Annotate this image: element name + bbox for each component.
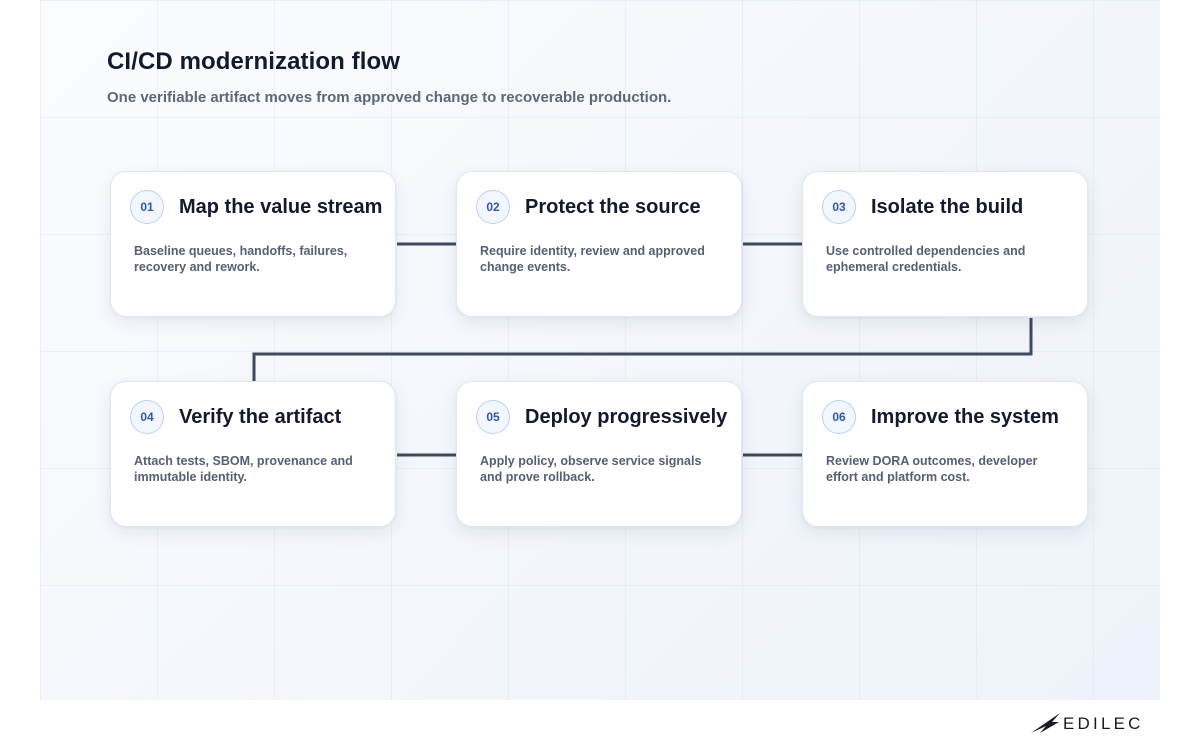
step-number-badge: 03 xyxy=(822,190,856,224)
step-card-04: 04 Verify the artifact Attach tests, SBO… xyxy=(110,381,396,527)
diagram-panel xyxy=(40,0,1160,700)
page-title: CI/CD modernization flow xyxy=(107,48,401,75)
step-number-badge: 04 xyxy=(130,400,164,434)
step-description: Review DORA outcomes, developer effort a… xyxy=(826,454,1038,484)
step-title: Map the value stream xyxy=(179,196,383,218)
step-description: Use controlled dependencies and ephemera… xyxy=(826,244,1026,274)
step-card-01: 01 Map the value stream Baseline queues,… xyxy=(110,171,396,317)
step-card-03: 03 Isolate the build Use controlled depe… xyxy=(802,171,1088,317)
step-title: Protect the source xyxy=(525,196,701,218)
step-description: Require identity, review and approved ch… xyxy=(480,244,705,274)
connector-03-04 xyxy=(252,318,1033,381)
step-title: Improve the system xyxy=(871,406,1059,428)
step-number-badge: 06 xyxy=(822,400,856,434)
step-title: Deploy progressively xyxy=(525,406,728,428)
bird-wing-icon xyxy=(1031,713,1060,733)
step-title: Isolate the build xyxy=(871,196,1024,218)
edilec-logo: EDILEC xyxy=(1031,713,1144,733)
step-number-badge: 05 xyxy=(476,400,510,434)
page-subtitle: One verifiable artifact moves from appro… xyxy=(107,89,672,106)
step-card-06: 06 Improve the system Review DORA outcom… xyxy=(802,381,1088,527)
step-number-badge: 01 xyxy=(130,190,164,224)
step-number-badge: 02 xyxy=(476,190,510,224)
step-description: Baseline queues, handoffs, failures, rec… xyxy=(134,244,348,274)
step-description: Apply policy, observe service signals an… xyxy=(480,454,702,484)
step-card-05: 05 Deploy progressively Apply policy, ob… xyxy=(456,381,742,527)
step-description: Attach tests, SBOM, provenance and immut… xyxy=(134,454,353,484)
logo-wordmark: EDILEC xyxy=(1063,714,1144,733)
step-title: Verify the artifact xyxy=(179,406,342,428)
step-card-02: 02 Protect the source Require identity, … xyxy=(456,171,742,317)
